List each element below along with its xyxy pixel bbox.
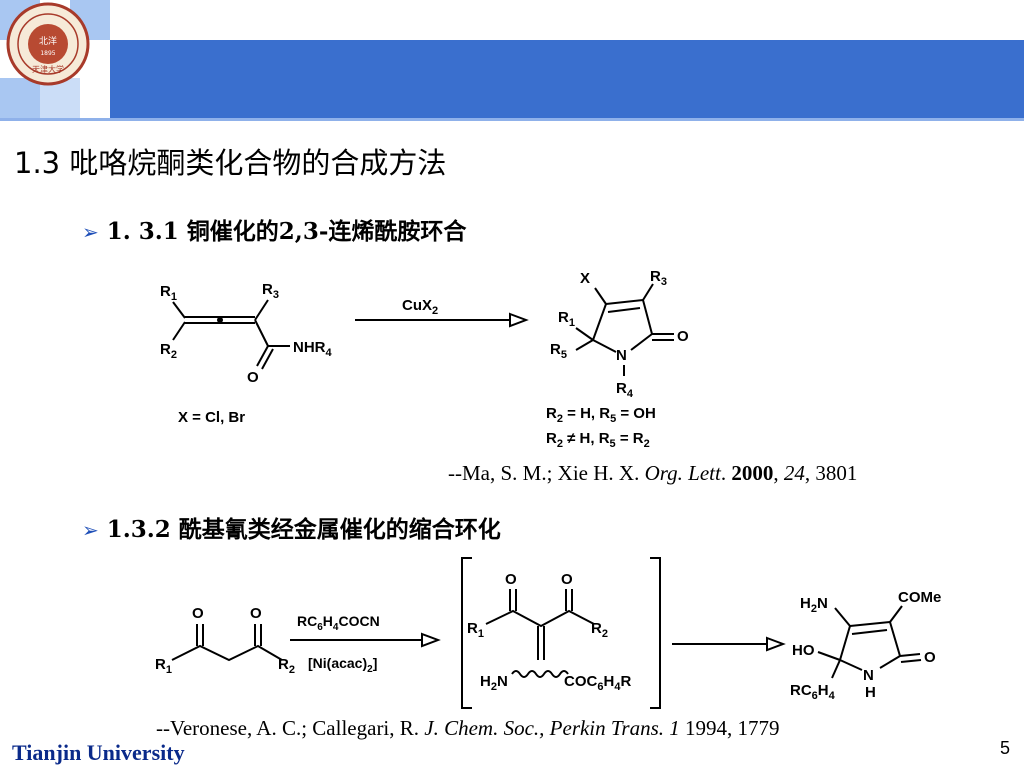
section2-heading: 1.3.2 酰基氰类经金属催化的缩合环化	[106, 516, 501, 543]
reference-1-year: 2000	[731, 461, 774, 485]
footer-university: Tianjin University	[12, 740, 185, 765]
chem-label-r1-int: R1	[467, 620, 484, 640]
reference-2: --Veronese, A. C.; Callegari, R. J. Chem…	[156, 716, 780, 741]
chem-label-r1: R1	[160, 283, 177, 303]
reference-1-comma: ,	[773, 461, 784, 485]
chem-label-coc6h4r: COC6H4R	[564, 673, 631, 693]
arrow-bullet-icon: ➢	[82, 220, 99, 244]
chem-label-r1-product: R1	[558, 309, 575, 329]
section2-heading-row: ➢ 1.3.2 酰基氰类经金属催化的缩合环化	[82, 510, 501, 544]
section1-heading-row: ➢ 1. 3.1 铜催化的2,3-连烯酰胺环合	[82, 212, 466, 246]
chem-label-n: N	[616, 347, 627, 364]
chem-label-rc6h4: RC6H4	[790, 682, 836, 702]
section1-heading: 1. 3.1 铜催化的2,3-连烯酰胺环合	[106, 218, 467, 245]
page-number: 5	[1000, 738, 1011, 758]
chem-label-h2n-product: H2N	[800, 595, 828, 615]
chem-label-o-product: O	[677, 328, 689, 345]
scheme1-note: X = Cl, Br	[178, 409, 245, 426]
chem-label-o-right: O	[250, 605, 262, 622]
chem-label-o-int-right: O	[561, 571, 573, 588]
scheme1-reagent: CuX2	[402, 297, 438, 317]
chem-label-n-product2: N	[863, 667, 874, 684]
scheme2-reagent-top: RC6H4COCN	[297, 613, 380, 633]
chem-label-x: X	[580, 270, 590, 287]
chem-label-nh-h: H	[865, 684, 876, 701]
scheme1-condition-2: R2 ≠ H, R5 = R2	[546, 430, 650, 450]
header-band	[110, 40, 1024, 120]
scheme2-reagent-bottom: [Ni(acac)2]	[308, 655, 377, 675]
reaction-scheme-1: R1 R2 R3 O NHR4 X = Cl, Br CuX2 X R3 R1 …	[160, 268, 689, 450]
header-square	[0, 78, 40, 118]
reaction-scheme-2: O O R1 R2 RC6H4COCN [Ni(acac)2] O O R1 R…	[155, 557, 941, 709]
chem-label-r2-ketone: R2	[278, 656, 295, 676]
chem-label-come: COMe	[898, 589, 941, 606]
chem-label-r4-product: R4	[616, 380, 634, 400]
logo-center-text: 北洋	[39, 35, 57, 47]
chem-label-ho: HO	[792, 642, 815, 659]
chem-label-r2: R2	[160, 341, 177, 361]
chem-label-o: O	[247, 369, 259, 386]
chem-label-o-product2: O	[924, 649, 936, 666]
scheme1-condition-1: R2 = H, R5 = OH	[546, 405, 656, 425]
chem-label-r5: R5	[550, 341, 567, 361]
university-seal-logo: 北洋 1895 天津大学	[6, 2, 90, 86]
chem-label-h2n-int: H2N	[480, 673, 508, 693]
slide-title: 1.3 吡咯烷酮类化合物的合成方法	[14, 146, 447, 180]
reference-1-volume: 24	[783, 461, 805, 485]
chem-label-r1-ketone: R1	[155, 656, 172, 676]
reference-1-dot: .	[720, 461, 732, 485]
reference-1-authors: --Ma, S. M.; Xie H. X.	[448, 461, 645, 485]
reference-1: --Ma, S. M.; Xie H. X. Org. Lett. 2000 , …	[448, 461, 857, 486]
reference-2-authors: --Veronese, A. C.; Callegari, R.	[156, 716, 425, 740]
chem-label-nhr4: NHR4	[293, 339, 333, 359]
reference-2-rest: 1994, 1779	[679, 716, 780, 740]
header-separator	[0, 118, 1024, 121]
reference-1-pages: , 3801	[804, 461, 858, 485]
logo-bottom-text: 天津大学	[32, 64, 64, 74]
chem-label-o-int-left: O	[505, 571, 517, 588]
logo-year: 1895	[40, 50, 55, 57]
reference-1-journal: Org. Lett	[644, 461, 721, 485]
arrow-bullet-icon: ➢	[82, 518, 99, 542]
chem-label-o-left: O	[192, 605, 204, 622]
reference-2-journal: J. Chem. Soc., Perkin Trans. 1	[424, 716, 680, 740]
chem-label-r3: R3	[262, 281, 279, 301]
chem-label-r2-int: R2	[591, 620, 608, 640]
